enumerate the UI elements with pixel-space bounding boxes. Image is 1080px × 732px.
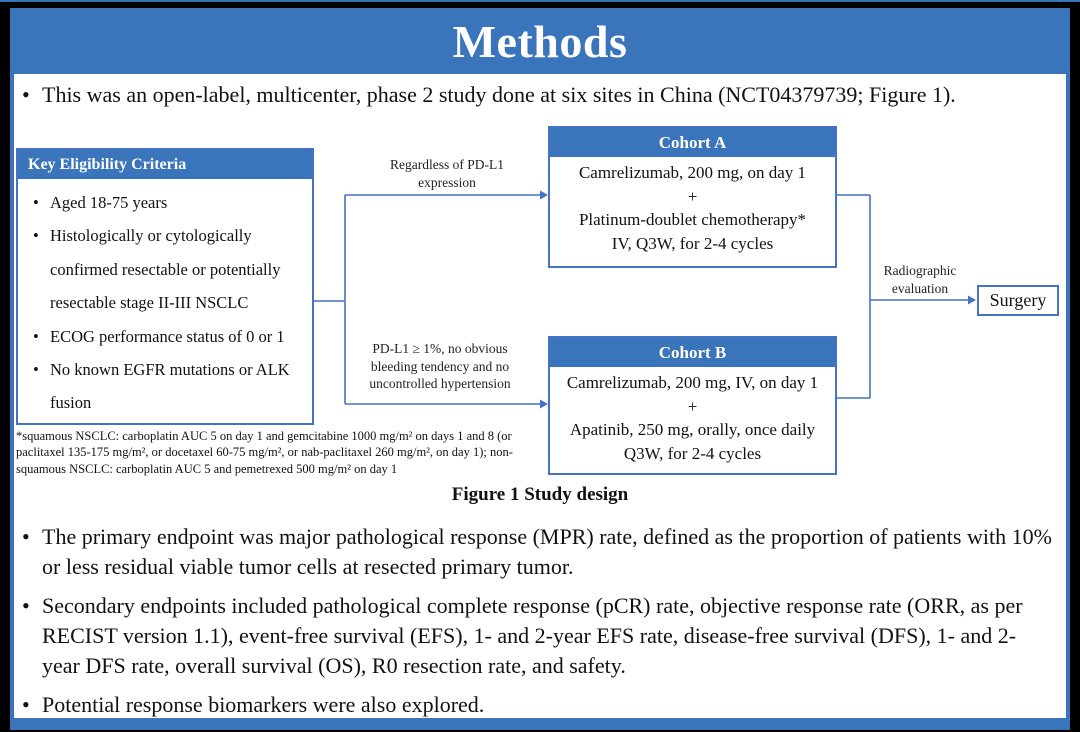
chemotherapy-footnote: *squamous NSCLC: carboplatin AUC 5 on da… [16,429,513,476]
secondary-endpoints-bullet: • Secondary endpoints included pathologi… [22,591,1052,681]
eligibility-item-mutations: No known EGFR mutations or ALK fusion [50,360,290,413]
bullet-glyph: • [33,360,39,380]
cohort-b-line: Q3W, for 2-4 cycles [623,443,762,463]
intro-bullet: • This was an open-label, multicenter, p… [22,80,1058,110]
eligibility-item-ecog: ECOG performance status of 0 or 1 [50,326,285,346]
eligibility-header: Key Eligibility Criteria [18,150,312,179]
branch-label-top: Regardless of PD-L1 expression [390,157,504,190]
page-title: Methods [452,15,628,67]
primary-endpoint-text: The primary endpoint was major pathologi… [42,524,1052,579]
top-edge-strip [0,0,1080,2]
bullet-glyph: • [22,692,30,717]
bullet-glyph: • [33,193,39,212]
cohort-b-line: Apatinib, 250 mg, orally, once daily [569,420,816,439]
primary-endpoint-bullet: • The primary endpoint was major patholo… [22,522,1052,582]
title-banner: Methods [10,8,1070,74]
surgery-box: Surgery [977,285,1059,316]
eligibility-list: • Aged 18-75 years • Histologically or c… [18,186,312,420]
cohort-b-box: Cohort B Camrelizumab, 200 mg, IV, on da… [548,336,837,475]
intro-bullet-text: This was an open-label, multicenter, pha… [42,82,956,107]
cohort-b-header: Cohort B [550,338,835,367]
bullet-glyph: • [22,82,30,107]
cohort-b-body: Camrelizumab, 200 mg, IV, on day 1 + Apa… [550,367,835,465]
plus-sign: + [687,186,698,206]
bullet-glyph: • [22,593,30,618]
cohort-a-box: Cohort A Camrelizumab, 200 mg, on day 1 … [548,126,837,268]
cohort-a-body: Camrelizumab, 200 mg, on day 1 + Platinu… [550,157,835,255]
list-item: • Histologically or cytologically confir… [18,219,312,319]
cohort-a-arrowhead [540,190,548,200]
biomarkers-bullet: • Potential response biomarkers were als… [22,693,1052,717]
plus-sign: + [687,396,698,416]
bullet-glyph: • [33,226,39,246]
figure-caption: Figure 1 Study design [451,484,629,505]
eligibility-item-age: Aged 18-75 years [50,193,168,212]
branch-label-bottom: PD-L1 ≥ 1%, no obvious bleeding tendency… [369,341,511,391]
list-item: • Aged 18-75 years [18,186,312,219]
cohort-a-line: IV, Q3W, for 2-4 cycles [611,233,774,253]
cohort-a-line: Camrelizumab, 200 mg, on day 1 [578,163,807,182]
list-item: • ECOG performance status of 0 or 1 [18,320,312,353]
bullet-glyph: • [33,326,39,346]
cohort-a-line: Platinum-doublet chemotherapy* [578,210,807,229]
radiographic-evaluation-label: Radiographic evaluation [883,263,957,296]
methods-slide: Methods • This was an open-label, multic… [10,8,1070,730]
eligibility-box: Key Eligibility Criteria • Aged 18-75 ye… [16,148,314,425]
secondary-endpoints-text: Secondary endpoints included pathologica… [42,593,1023,678]
list-item: • No known EGFR mutations or ALK fusion [18,353,312,420]
content-area: • This was an open-label, multicenter, p… [14,74,1066,718]
bullet-glyph: • [22,524,30,549]
biomarkers-text: Potential response biomarkers were also … [42,692,485,717]
cohort-a-header: Cohort A [550,128,835,157]
cohort-b-line: Camrelizumab, 200 mg, IV, on day 1 [566,373,819,392]
eligibility-item-histology: Histologically or cytologically confirme… [50,226,281,313]
cohort-b-arrowhead [540,399,548,409]
